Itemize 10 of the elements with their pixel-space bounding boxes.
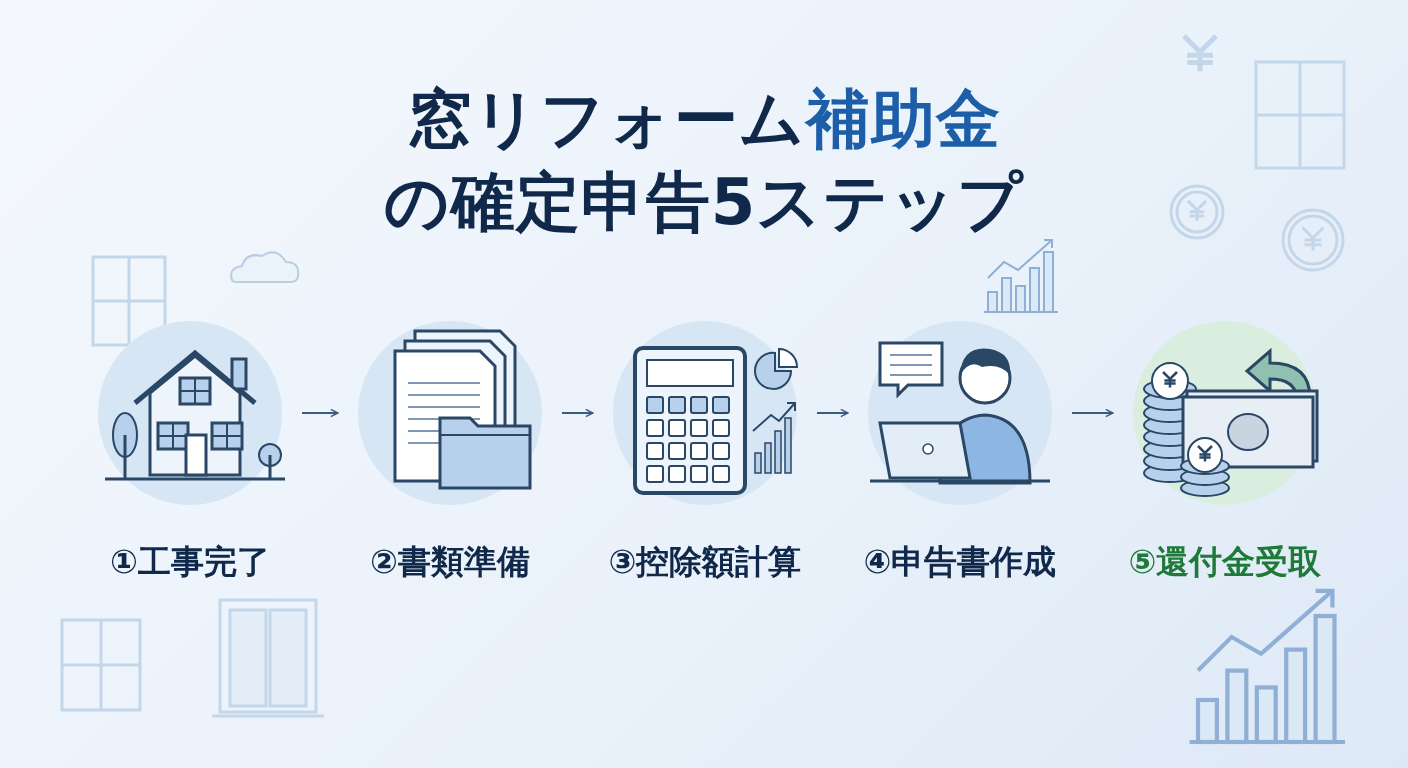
step-label: ②書類準備 [370, 541, 530, 583]
arrow [561, 408, 594, 418]
step-label: ①工事完了 [110, 541, 270, 583]
step-label: ③控除額計算 [608, 541, 802, 583]
step-label: ④申告書作成 [863, 541, 1057, 583]
step-label: ⑤還付金受取 [1128, 541, 1322, 583]
arrow [1071, 408, 1114, 418]
title: 窓リフォーム補助金の確定申告5ステップ [382, 81, 1026, 242]
arrow [301, 408, 339, 418]
arrow [816, 408, 849, 418]
